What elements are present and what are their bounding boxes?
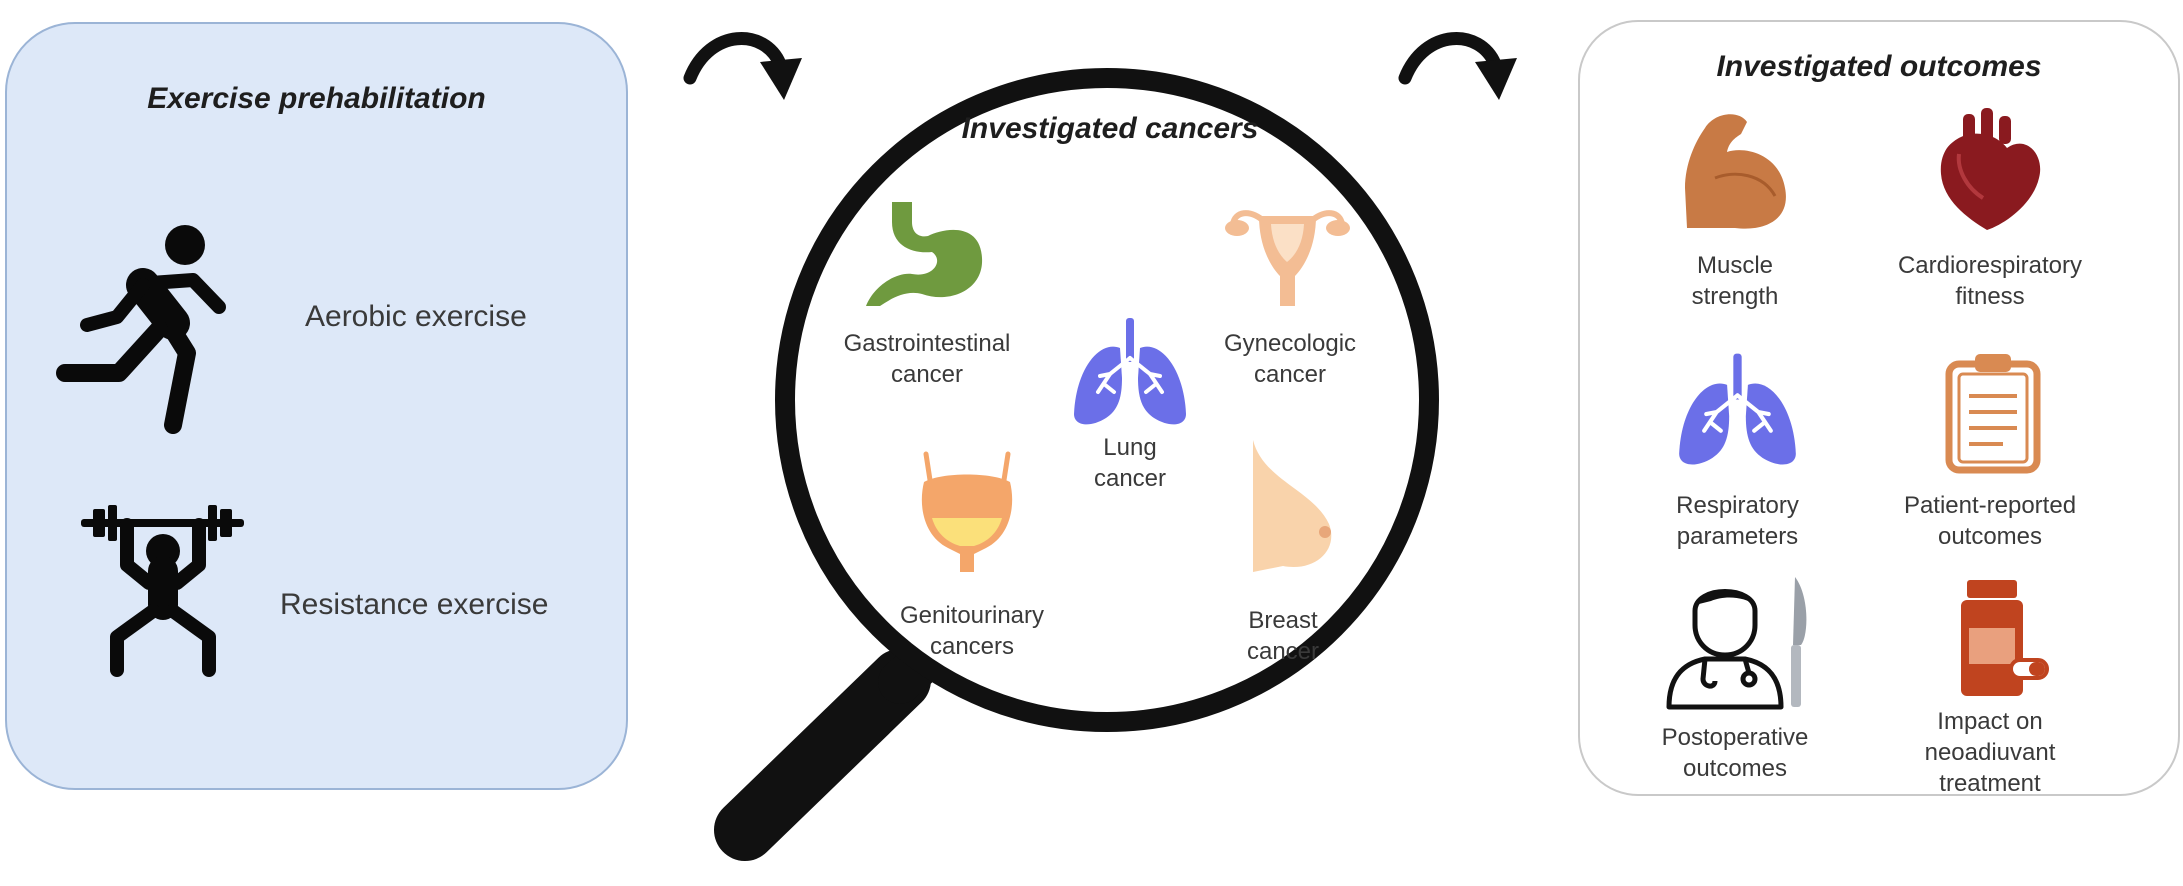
lungs-icon (1679, 353, 1796, 465)
bladder-icon (921, 451, 1013, 572)
cardiorespiratory-fitness-label: Cardiorespiratory fitness (1897, 252, 2083, 311)
breast-icon (1253, 440, 1332, 572)
flexed-arm-icon (1685, 114, 1786, 229)
patient-reported-outcomes-label: Patient-reported outcomes (1903, 492, 2077, 551)
investigated-outcomes-title: Investigated outcomes (1716, 50, 2042, 83)
lung-cancer-label: Lung cancer (1093, 434, 1167, 493)
weightlifter-icon (81, 505, 244, 677)
clipboard-icon (1945, 354, 2041, 474)
respiratory-parameters-label: Respiratory parameters (1676, 492, 1799, 551)
investigated-outcomes-panel (1578, 20, 2180, 796)
exercise-prehabilitation-panel (5, 22, 628, 790)
pill-bottle-icon (1961, 580, 2049, 696)
uterus-icon (1225, 210, 1350, 306)
curved-arrow-icon (683, 32, 802, 100)
genitourinary-cancers-label: Genitourinary cancers (899, 602, 1045, 661)
gynecologic-cancer-label: Gynecologic cancer (1223, 330, 1357, 389)
resistance-exercise-label: Resistance exercise (280, 588, 549, 621)
heart-icon (1940, 108, 2041, 230)
stomach-icon (866, 202, 983, 306)
muscle-strength-label: Muscle strength (1691, 252, 1779, 311)
exercise-prehabilitation-title: Exercise prehabilitation (147, 82, 486, 115)
surgeon-knife-icon (1666, 577, 1807, 710)
investigated-cancers-title: Investigated cancers (961, 112, 1259, 145)
breast-cancer-label: Breast cancer (1246, 607, 1320, 666)
gastrointestinal-cancer-label: Gastrointestinal cancer (843, 330, 1011, 389)
lungs-icon (1074, 318, 1186, 425)
impact-on-neoadiuvant-treatment-label: Impact on neoadiuvant treatment (1924, 708, 2056, 798)
postoperative-outcomes-label: Postoperative outcomes (1661, 724, 1809, 783)
running-person-icon (56, 225, 226, 434)
curved-arrow-icon (1398, 32, 1517, 100)
aerobic-exercise-label: Aerobic exercise (305, 300, 527, 333)
